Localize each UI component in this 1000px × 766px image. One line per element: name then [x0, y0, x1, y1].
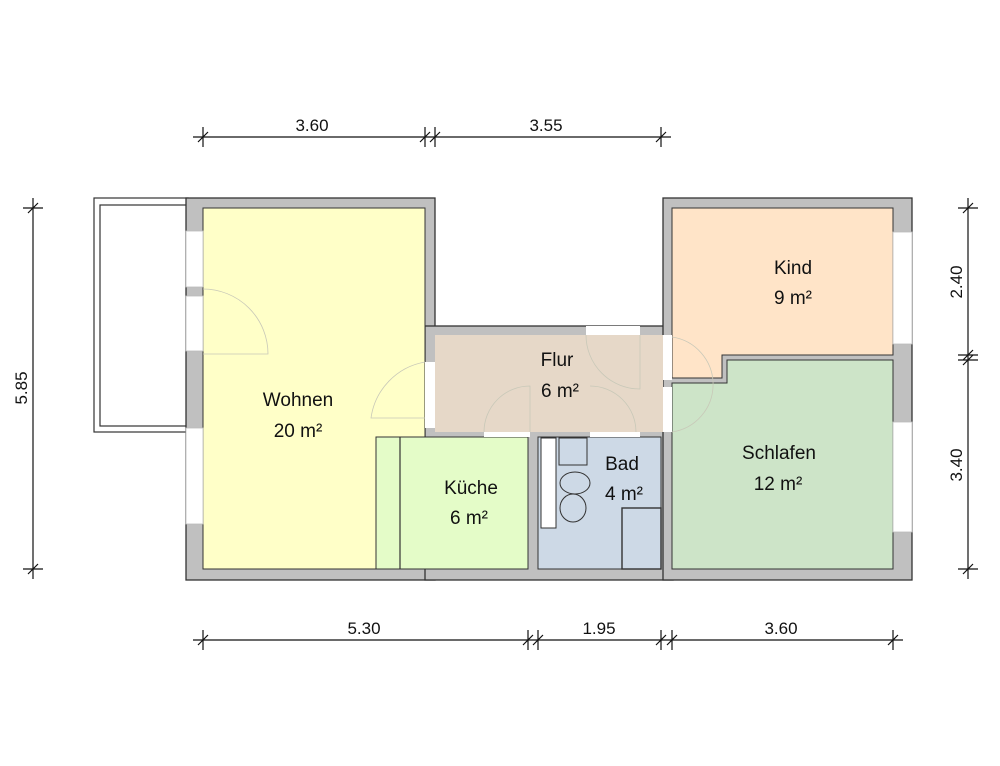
room-name-kind: Kind: [774, 258, 812, 279]
room-name-bad: Bad: [605, 454, 639, 475]
dim-right-1: 2.40: [947, 265, 966, 298]
room-name-flur: Flur: [541, 350, 574, 371]
sink: [559, 493, 587, 523]
dimension-left: 5.85: [12, 198, 43, 579]
toilet: [559, 471, 591, 495]
shower: [621, 507, 662, 570]
windows: [185, 230, 913, 533]
dim-bottom-2: 1.95: [582, 619, 615, 638]
dimension-bottom: 5.30 1.95 3.60: [193, 619, 903, 650]
room-area-kind: 9 m²: [774, 288, 812, 309]
room-area-flur: 6 m²: [541, 381, 579, 402]
dim-top-2: 3.55: [529, 116, 562, 135]
bathroom-fixtures: [540, 437, 662, 570]
room-area-bad: 4 m²: [605, 484, 643, 505]
doors: [202, 288, 714, 437]
room-name-kueche: Küche: [444, 478, 498, 499]
room-schlafen: [671, 359, 894, 570]
balcony: [93, 197, 189, 433]
dim-bottom-1: 5.30: [347, 619, 380, 638]
dim-bottom-3: 3.60: [764, 619, 797, 638]
dim-left: 5.85: [12, 371, 31, 404]
room-kueche: [375, 436, 529, 570]
room-flur: [435, 335, 663, 432]
dim-right-2: 3.40: [947, 448, 966, 481]
dimension-top: 3.60 3.55: [193, 116, 671, 147]
room-area-kueche: 6 m²: [450, 508, 488, 529]
dim-top-1: 3.60: [295, 116, 328, 135]
room-area-schlafen: 12 m²: [754, 474, 803, 495]
room-area-wohnen: 20 m²: [274, 421, 323, 442]
dimension-right: 2.40 3.40: [947, 198, 978, 579]
bathtub: [540, 437, 557, 529]
room-name-schlafen: Schlafen: [742, 443, 816, 464]
room-name-wohnen: Wohnen: [263, 390, 333, 411]
washing-machine: [558, 437, 588, 466]
